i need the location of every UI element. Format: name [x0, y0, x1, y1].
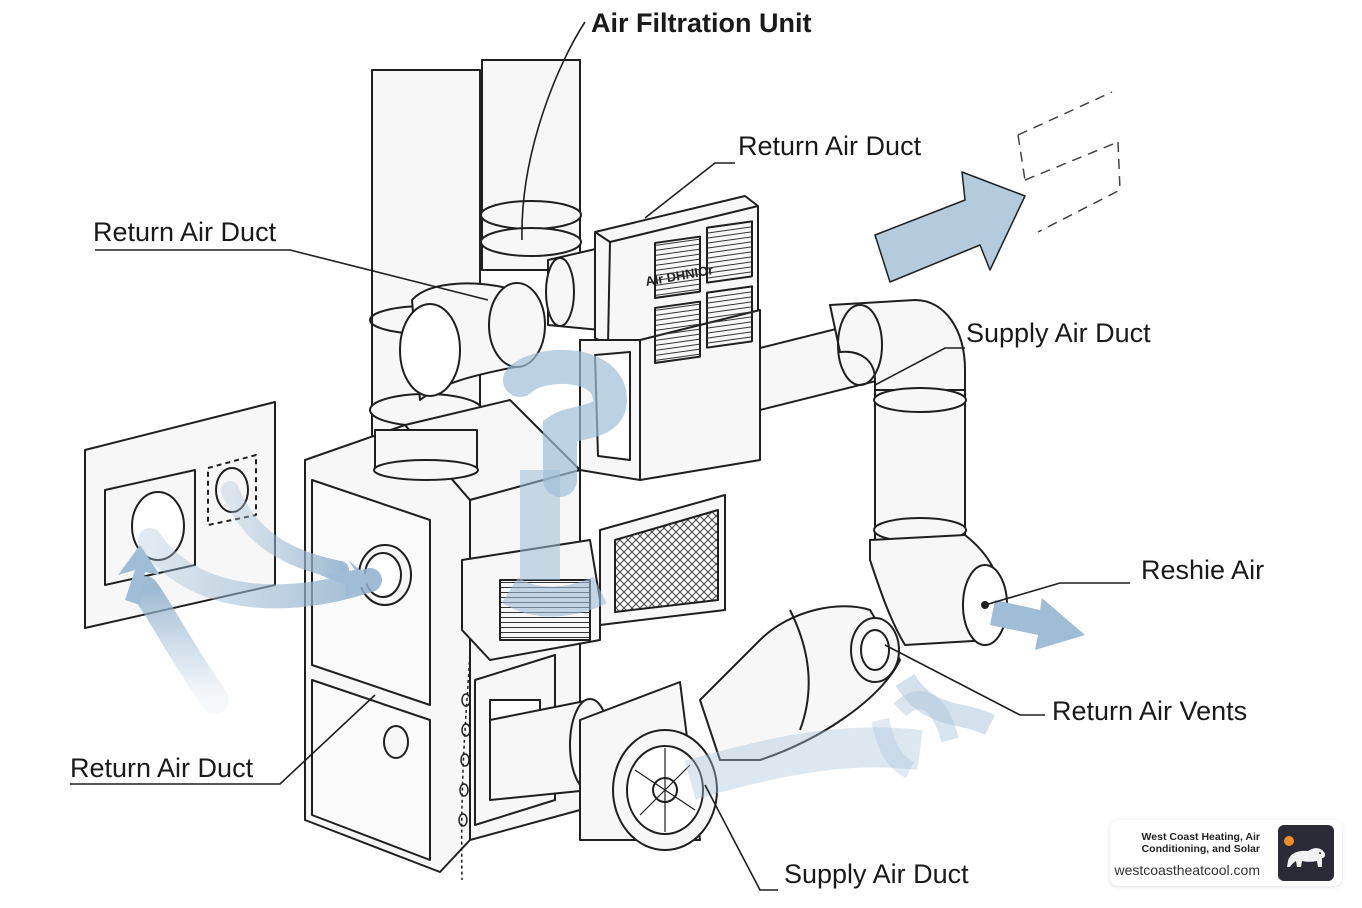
- outlet-arrow-icon: [990, 598, 1085, 650]
- return-duct-lower: [699, 605, 901, 761]
- return-elbow: [399, 282, 546, 401]
- polar-bear-icon: [1278, 825, 1334, 881]
- brand-badge[interactable]: West Coast Heating, Air Conditioning, an…: [1110, 820, 1342, 886]
- label-return-air-vents: Return Air Vents: [1052, 696, 1248, 726]
- label-supply-air-duct-bottom: Supply Air Duct: [784, 859, 969, 889]
- filter-grille: [639, 220, 761, 481]
- leader-lines: [70, 21, 1130, 891]
- vertical-pipe-right: [480, 59, 582, 271]
- airflow-arrow-icon: [874, 171, 1026, 283]
- label-reshie-air: Reshie Air: [1141, 555, 1265, 585]
- wall-arrow-up-icon: [118, 545, 160, 605]
- furnace-collar: [373, 429, 479, 481]
- chain: [458, 649, 471, 881]
- supply-duct-horizontal: [759, 299, 966, 411]
- airflow-streams: [131, 349, 995, 800]
- side-filter: [599, 494, 726, 626]
- supply-outlet: [579, 681, 718, 851]
- dashed-vent-outline: [1017, 91, 1121, 233]
- label-supply-air-duct-right: Supply Air Duct: [966, 318, 1151, 348]
- label-return-air-duct-left: Return Air Duct: [93, 217, 277, 247]
- brand-url[interactable]: westcoastheatcool.com: [1114, 862, 1260, 878]
- wall-arrow-icon: [320, 560, 372, 598]
- label-return-air-duct-bottom: Return Air Duct: [70, 753, 254, 783]
- label-air-filtration-unit: Air Filtration Unit: [591, 8, 812, 38]
- label-return-air-duct-top: Return Air Duct: [738, 131, 922, 161]
- supply-duct-vertical: [873, 387, 967, 543]
- brand-name: West Coast Heating, Air Conditioning, an…: [1141, 831, 1260, 855]
